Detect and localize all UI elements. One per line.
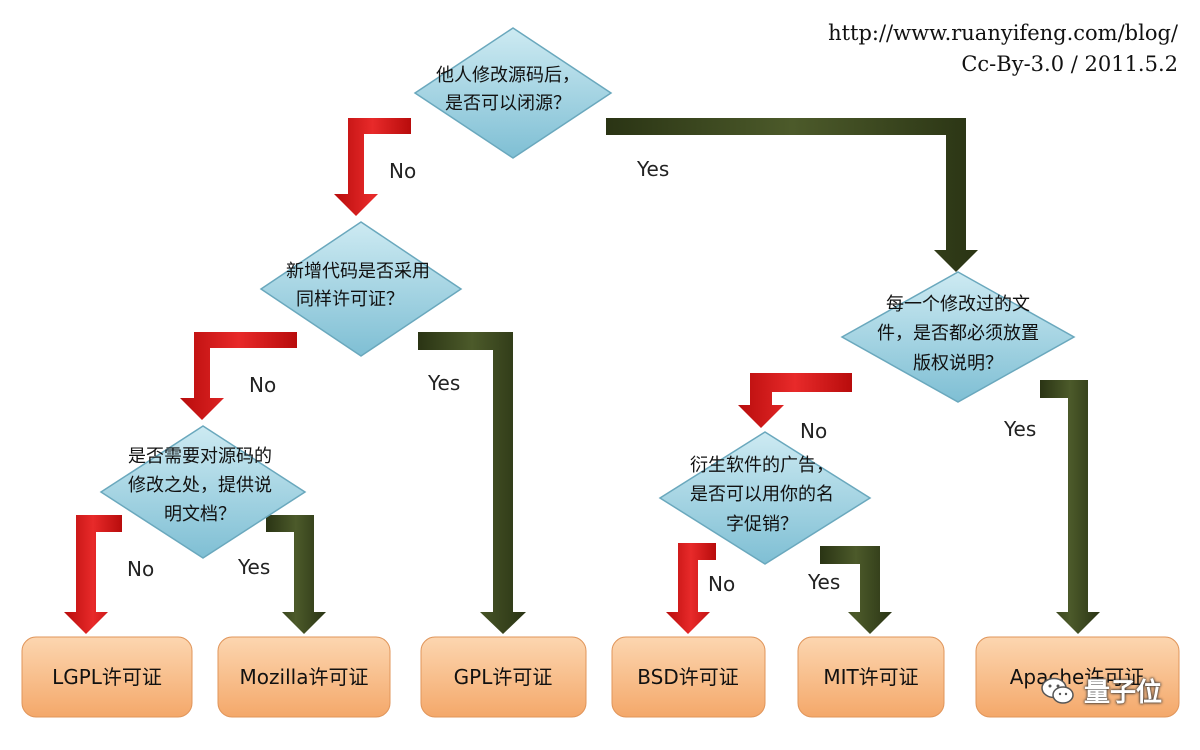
no-arrow-q5-bsd: [666, 543, 716, 634]
no-arrow-q2-q3: [180, 332, 297, 420]
decision-q4: 每一个修改过的文 件，是否都必须放置 版权说明？: [840, 271, 1076, 403]
license-box-mit: MIT许可证: [797, 636, 945, 718]
credit-license: Cc-By-3.0 / 2011.5.2: [961, 52, 1178, 76]
q1-line-1: 他人修改源码后，: [436, 65, 580, 86]
decision-q1: 他人修改源码后， 是否可以闭源？: [413, 27, 613, 159]
yes-arrow-q4-apache: [1040, 380, 1100, 634]
edge-label-no-q4: No: [800, 419, 827, 443]
license-box-lgpl: LGPL许可证: [21, 636, 193, 718]
watermark-text: 量子位: [1083, 678, 1162, 708]
license-label-mozilla: Mozilla许可证: [240, 665, 369, 689]
q4-line-2: 件，是否都必须放置: [877, 323, 1039, 344]
license-label-lgpl: LGPL许可证: [52, 665, 162, 689]
license-box-apache: Apache许可证: [975, 636, 1180, 718]
q5-line-2: 是否可以用你的名: [690, 484, 834, 505]
edge-label-no-q5: No: [708, 572, 735, 596]
license-box-gpl: GPL许可证: [420, 636, 587, 718]
edge-label-yes-q4: Yes: [1003, 417, 1036, 441]
decision-q3: 是否需要对源码的 修改之处，提供说 明文档？: [99, 425, 307, 559]
edge-label-yes-q2: Yes: [427, 371, 460, 395]
credit-block: http://www.ruanyifeng.com/blog/ Cc-By-3.…: [828, 18, 1178, 80]
yes-arrow-q2-gpl: [418, 332, 526, 634]
edge-label-yes-q1: Yes: [636, 157, 669, 181]
yes-arrow-q1-q4: [606, 118, 978, 272]
edge-label-yes-q5: Yes: [807, 570, 840, 594]
no-arrow-q1-q2: [334, 118, 411, 216]
decision-q5: 衍生软件的广告， 是否可以用你的名 字促销？: [658, 431, 872, 565]
q5-line-1: 衍生软件的广告，: [690, 455, 834, 476]
edge-label-no-q1: No: [389, 159, 416, 183]
q3-line-2: 修改之处，提供说: [128, 475, 272, 496]
yes-arrow-q3-mozilla: [266, 515, 326, 634]
license-box-bsd: BSD许可证: [611, 636, 766, 718]
license-label-bsd: BSD许可证: [637, 665, 738, 689]
q3-line-1: 是否需要对源码的: [128, 446, 272, 467]
q5-line-3: 字促销？: [726, 514, 798, 535]
credit-url: http://www.ruanyifeng.com/blog/: [828, 21, 1178, 45]
q2-line-1: 新增代码是否采用: [286, 261, 430, 282]
wechat-logo-icon: [1041, 677, 1074, 704]
license-label-mit: MIT许可证: [823, 665, 918, 689]
edge-label-no-q3: No: [127, 557, 154, 581]
edge-label-no-q2: No: [249, 373, 276, 397]
q2-line-2: 同样许可证？: [296, 289, 404, 310]
edge-label-yes-q3: Yes: [237, 555, 270, 579]
license-label-gpl: GPL许可证: [454, 665, 553, 689]
q4-line-1: 每一个修改过的文: [886, 294, 1030, 315]
q4-line-3: 版权说明？: [913, 353, 1003, 374]
no-arrow-q4-q5: [738, 373, 852, 428]
q3-line-3: 明文档？: [164, 504, 236, 525]
license-label-apache: Apache许可证: [1010, 665, 1145, 689]
yes-arrow-q5-mit: [820, 546, 892, 634]
license-box-mozilla: Mozilla许可证: [217, 636, 391, 718]
no-arrow-q3-lgpl: [64, 515, 122, 634]
decision-q2: 新增代码是否采用 同样许可证？: [259, 221, 463, 357]
q1-line-2: 是否可以闭源？: [445, 93, 571, 114]
watermark: 量子位: [1040, 672, 1162, 709]
